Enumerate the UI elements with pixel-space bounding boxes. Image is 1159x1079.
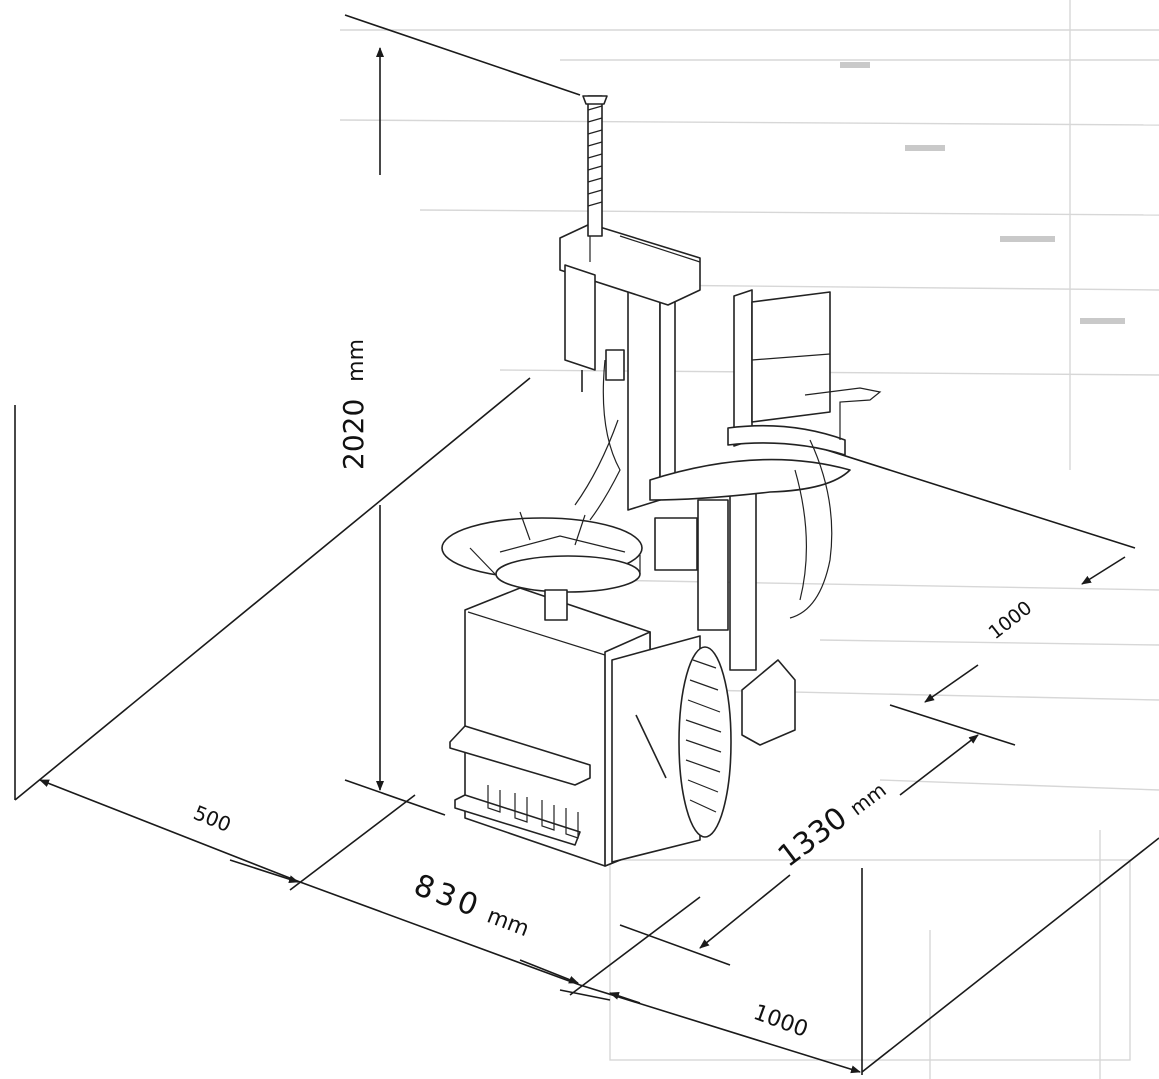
height-dimension-label: 2020 mm [337, 339, 370, 470]
foot-pedals [487, 785, 579, 839]
machine-width-label: 830 mm [409, 868, 535, 944]
floor-outline [14, 377, 1159, 1075]
machine-depth-unit: mm [845, 778, 891, 821]
height-value: 2020 [337, 399, 370, 470]
front-side-clearance-label: 1000 [750, 1000, 811, 1043]
depth-dimension-lines [619, 704, 1016, 966]
height-unit: mm [344, 339, 369, 382]
tire-changer-machine [441, 95, 882, 867]
front-dimension-lines [39, 779, 861, 1074]
machine-depth-label: 1330 mm [772, 771, 893, 874]
height-dimension [344, 14, 581, 816]
machine-width-value: 830 [409, 868, 486, 925]
machine-width-unit: mm [483, 904, 532, 943]
right-side-clearance-label: 1000 [985, 597, 1037, 644]
rear-clearance-label: 500 [190, 800, 234, 837]
machine-depth-value: 1330 [772, 800, 854, 874]
